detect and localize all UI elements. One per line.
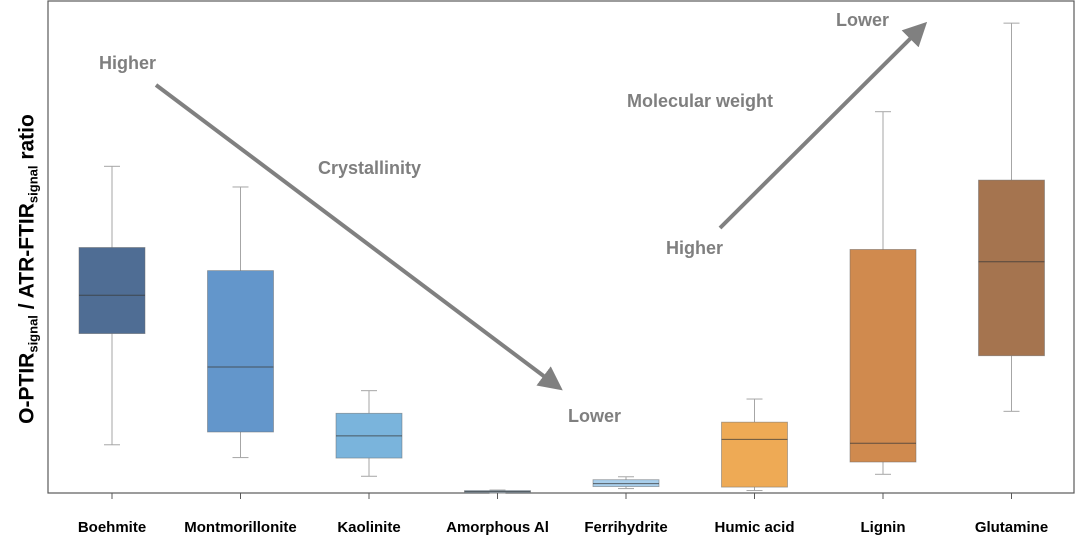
crystallinity-title: Crystallinity	[318, 158, 421, 178]
box-group-glutamine	[978, 22, 1045, 412]
molecular-weight-arrow	[718, 21, 928, 230]
crystallinity-arrow	[154, 83, 563, 391]
y-axis-label-middle: / ATR-FTIR	[15, 202, 39, 315]
y-axis-label-prefix: O-PTIR	[15, 352, 39, 424]
y-axis-label: O-PTIRsignal / ATR-FTIRsignal ratio	[16, 114, 41, 424]
box-iqr	[207, 270, 274, 433]
box-group-lignin	[849, 111, 917, 475]
box-group-humic-acid	[721, 398, 788, 492]
box-iqr	[78, 247, 146, 334]
box-iqr	[978, 179, 1045, 357]
molecular-weight-title: Molecular weight	[627, 91, 773, 111]
x-tick-label: Glutamine	[975, 519, 1048, 536]
x-tick-label: Lignin	[861, 519, 906, 536]
y-axis-label-subscript-1: signal	[25, 314, 41, 353]
x-tick-label: Kaolinite	[337, 519, 400, 536]
box-group-montmorillonite	[207, 186, 274, 459]
x-tick-label: Montmorillonite	[184, 519, 297, 536]
crystallinity-end-label: Lower	[568, 406, 621, 426]
box-iqr	[849, 249, 917, 463]
box-group-kaolinite	[335, 390, 403, 477]
y-axis-label-suffix: ratio	[15, 113, 39, 166]
box-group-boehmite	[78, 165, 146, 446]
y-axis-label-container: O-PTIRsignal / ATR-FTIRsignal ratio	[8, 0, 48, 537]
x-tick-label: Boehmite	[78, 519, 146, 536]
molecular-weight-end-label: Lower	[836, 10, 889, 30]
box-group-amorphous-al	[464, 489, 531, 494]
y-axis-label-subscript-2: signal	[25, 165, 41, 203]
plot-area-frame	[47, 0, 1075, 494]
box-iqr	[721, 421, 788, 488]
box-group-ferrihydrite	[592, 476, 660, 490]
molecular-weight-start-label: Higher	[666, 238, 723, 258]
crystallinity-start-label: Higher	[99, 53, 156, 73]
x-tick-label: Amorphous Al	[446, 519, 549, 536]
x-tick-label: Ferrihydrite	[584, 519, 667, 536]
boxes-layer	[78, 22, 1045, 494]
x-tick-labels: Boehmite Montmorillonite Kaolinite Amorphou…	[78, 493, 1048, 536]
x-tick-label: Humic acid	[714, 519, 794, 536]
